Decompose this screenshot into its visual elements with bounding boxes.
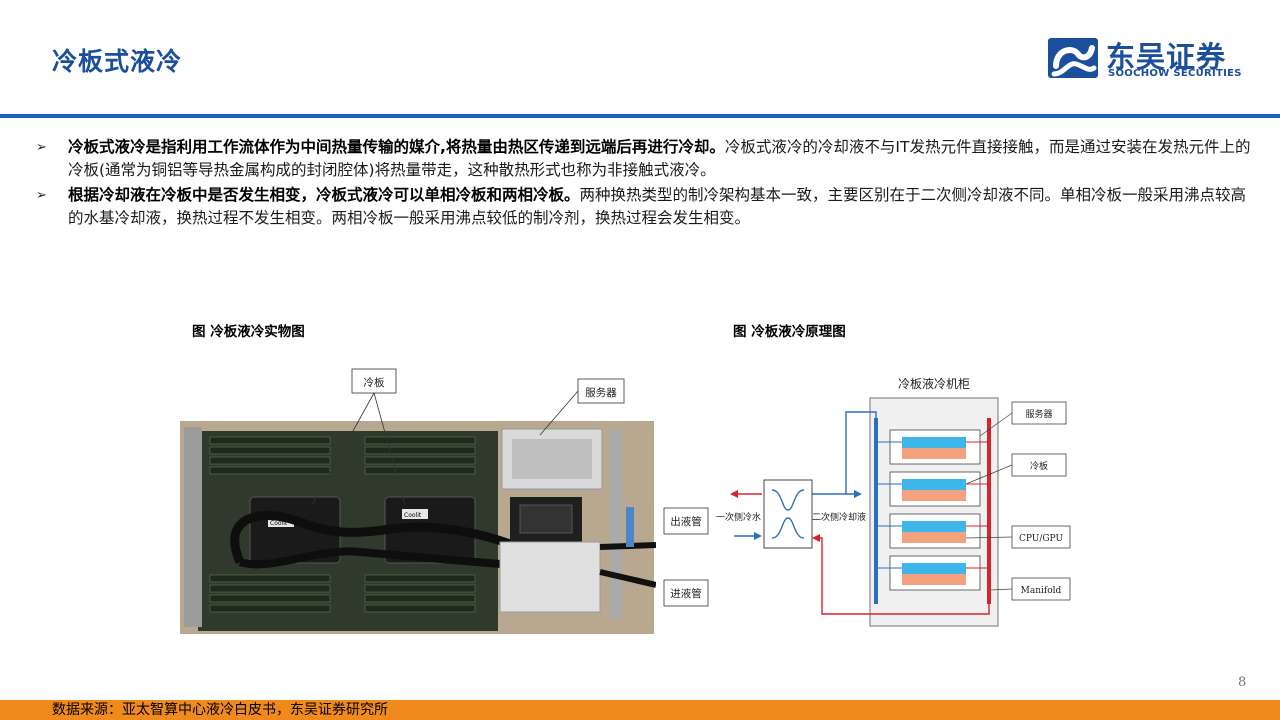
primary-water-label: 一次侧冷水 [716, 511, 761, 523]
diagram-label-cold-plate: 冷板 [1030, 460, 1048, 472]
coolit-chip-mark: Coolit [270, 520, 288, 527]
bullet-item-phase-change: ➢ 根据冷却液在冷板中是否发生相变，冷板式液冷可以单相冷板和两相冷板。两种换热类… [36, 184, 1258, 230]
secondary-coolant-label: 二次侧冷却液 [812, 511, 866, 523]
header-divider [0, 114, 1280, 118]
page-title: 冷板式液冷 [52, 47, 183, 76]
arrow-bullet-icon: ➢ [36, 188, 47, 203]
company-logo: 东吴证券 SOOCHOW SECURITIES [1046, 36, 1246, 84]
bullet-list: ➢ 冷板式液冷是指利用工作流体作为中间热量传输的媒介,将热量由热区传递到远端后再… [36, 136, 1258, 232]
soochow-logo-icon [1048, 38, 1098, 78]
photo-label-outlet-pipe: 出液管 [670, 515, 702, 528]
cabinet-title: 冷板液冷机柜 [898, 376, 970, 391]
bullet-body-text: 两种换热类型的制冷架构基本一致，主要区别在于二次侧冷却液不同。单相冷板一般采用沸… [68, 186, 1247, 227]
arrow-bullet-icon: ➢ [36, 140, 47, 155]
bullet-body-text: 冷板式液冷的冷却液不与IT发热元件直接接触，而是通过安装在发热元件上的冷板(通常… [68, 138, 1251, 179]
diagram-label-cpu-gpu: CPU/GPU [1019, 534, 1063, 544]
photo-pipe-labels: 出液管 进液管 [663, 507, 709, 607]
cold-plate-principle-diagram: 冷板液冷机柜 一次侧冷水 二次侧冷却液 服 [716, 376, 1071, 627]
data-source-text: 数据来源：亚太智算中心液冷白皮书，东吴证券研究所 [52, 702, 388, 718]
footer-bar: 数据来源：亚太智算中心液冷白皮书，东吴证券研究所 [0, 700, 1280, 720]
logo-english-name: SOOCHOW SECURITIES [1108, 68, 1242, 79]
diagram-label-manifold: Manifold [1021, 586, 1062, 596]
logo-chinese-name: 东吴证券 [1106, 40, 1227, 74]
diagram-caption: 图 冷板液冷原理图 [733, 324, 846, 340]
photo-label-cold-plate: 冷板 [364, 376, 385, 389]
photo-label-server: 服务器 [585, 386, 617, 399]
bullet-bold-text: 冷板式液冷是指利用工作流体作为中间热量传输的媒介,将热量由热区传递到远端后再进行… [68, 138, 725, 156]
cold-plate-server-photo: Coolit Coolit 冷板 服务器 [180, 368, 656, 634]
photo-caption: 图 冷板液冷实物图 [192, 324, 305, 340]
diagram-label-server: 服务器 [1025, 408, 1052, 420]
coolit-chip-mark: Coolit [404, 512, 422, 519]
bullet-bold-text: 根据冷却液在冷板中是否发生相变，冷板式液冷可以单相冷板和两相冷板。 [68, 186, 580, 204]
page-number: 8 [1238, 675, 1247, 690]
bullet-item-cold-plate-definition: ➢ 冷板式液冷是指利用工作流体作为中间热量传输的媒介,将热量由热区传递到远端后再… [36, 136, 1258, 182]
photo-label-inlet-pipe: 进液管 [670, 587, 702, 600]
